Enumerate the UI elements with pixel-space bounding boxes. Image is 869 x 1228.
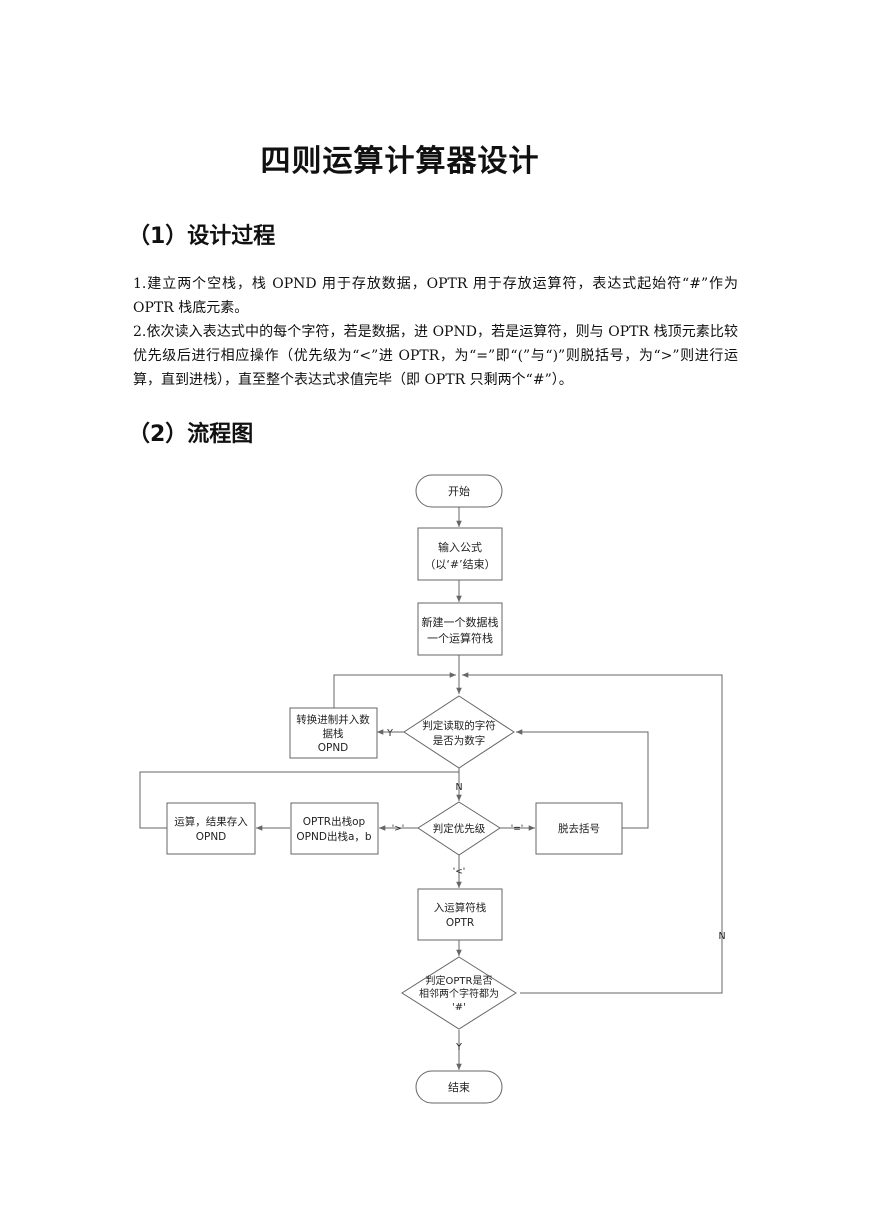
create-stacks-label-2: 一个运算符栈 bbox=[427, 631, 493, 645]
end-terminal bbox=[415, 1070, 503, 1104]
section-heading-design-process: （1）设计过程 bbox=[128, 224, 276, 249]
edge-convert-loop bbox=[333, 672, 456, 708]
edge-label-digit-yes: Y bbox=[386, 728, 393, 739]
judge-end-label-1: 判定OPTR是否 bbox=[426, 974, 493, 987]
compute-store-label-1: 运算，结果存入 bbox=[174, 815, 248, 828]
judge-digit-label-1: 判定读取的字符 bbox=[422, 719, 496, 732]
start-label: 开始 bbox=[448, 484, 470, 498]
input-formula-box bbox=[417, 527, 503, 581]
judge-end-label-2: 相邻两个字符都为 bbox=[419, 987, 499, 1000]
create-stacks-label-1: 新建一个数据栈 bbox=[422, 615, 499, 629]
input-formula-label-1: 输入公式 bbox=[438, 540, 482, 554]
convert-push-label-2: 据栈 bbox=[323, 727, 344, 740]
compute-store-label-2: OPND bbox=[196, 831, 227, 843]
flowchart-edges bbox=[139, 507, 723, 1070]
edge-judge-end-no bbox=[462, 672, 723, 994]
end-label: 结束 bbox=[448, 1081, 470, 1094]
create-stacks-box bbox=[417, 602, 503, 656]
pop-operands-label-1: OPTR出栈op bbox=[303, 815, 366, 828]
pop-operands-label-2: OPND出栈a，b bbox=[296, 830, 371, 843]
edge-label-end-no: N bbox=[718, 931, 725, 942]
judge-end-label-3: '#' bbox=[452, 1002, 466, 1013]
document-title: 四则运算计算器设计 bbox=[260, 144, 540, 179]
design-process-text: 1.建立两个空栈，栈 OPND 用于存放数据，OPTR 用于存放运算符，表达式起… bbox=[133, 272, 738, 392]
judge-end-diamond bbox=[401, 956, 517, 1030]
start-terminal bbox=[415, 474, 503, 508]
step-2-paragraph: 2.依次读入表达式中的每个字符，若是数据，进 OPND，若是运算符，则与 OPT… bbox=[133, 324, 738, 388]
judge-digit-label-2: 是否为数字 bbox=[433, 734, 486, 747]
judge-priority-diamond bbox=[417, 801, 501, 856]
judge-digit-diamond bbox=[403, 695, 515, 769]
remove-paren-box bbox=[535, 802, 623, 855]
push-optr-box bbox=[417, 888, 503, 941]
compute-store-box bbox=[166, 802, 256, 855]
section-heading-flowchart: （2）流程图 bbox=[128, 422, 254, 447]
step-1-paragraph: 1.建立两个空栈，栈 OPND 用于存放数据，OPTR 用于存放运算符，表达式起… bbox=[133, 276, 738, 316]
convert-push-label-1: 转换进制并入数 bbox=[296, 713, 370, 726]
edge-label-priority-lt: '<' bbox=[453, 867, 466, 877]
push-optr-label-1: 入运算符栈 bbox=[434, 901, 487, 914]
edge-compute-loop bbox=[139, 771, 459, 829]
remove-paren-label: 脱去括号 bbox=[558, 822, 600, 835]
pop-operands-box bbox=[290, 802, 379, 855]
edge-label-priority-eq: '=' bbox=[511, 824, 524, 834]
edge-remove-paren-loop bbox=[516, 729, 649, 829]
edge-label-digit-no: N bbox=[455, 782, 462, 793]
convert-push-box bbox=[289, 707, 378, 759]
input-formula-label-2: （以‘#’结束） bbox=[424, 558, 495, 571]
judge-priority-label: 判定优先级 bbox=[433, 822, 486, 835]
edge-label-priority-gt: '>' bbox=[392, 824, 405, 834]
edge-label-end-yes: Y bbox=[455, 1042, 462, 1053]
push-optr-label-2: OPTR bbox=[446, 917, 474, 929]
convert-push-label-3: OPND bbox=[318, 742, 349, 754]
